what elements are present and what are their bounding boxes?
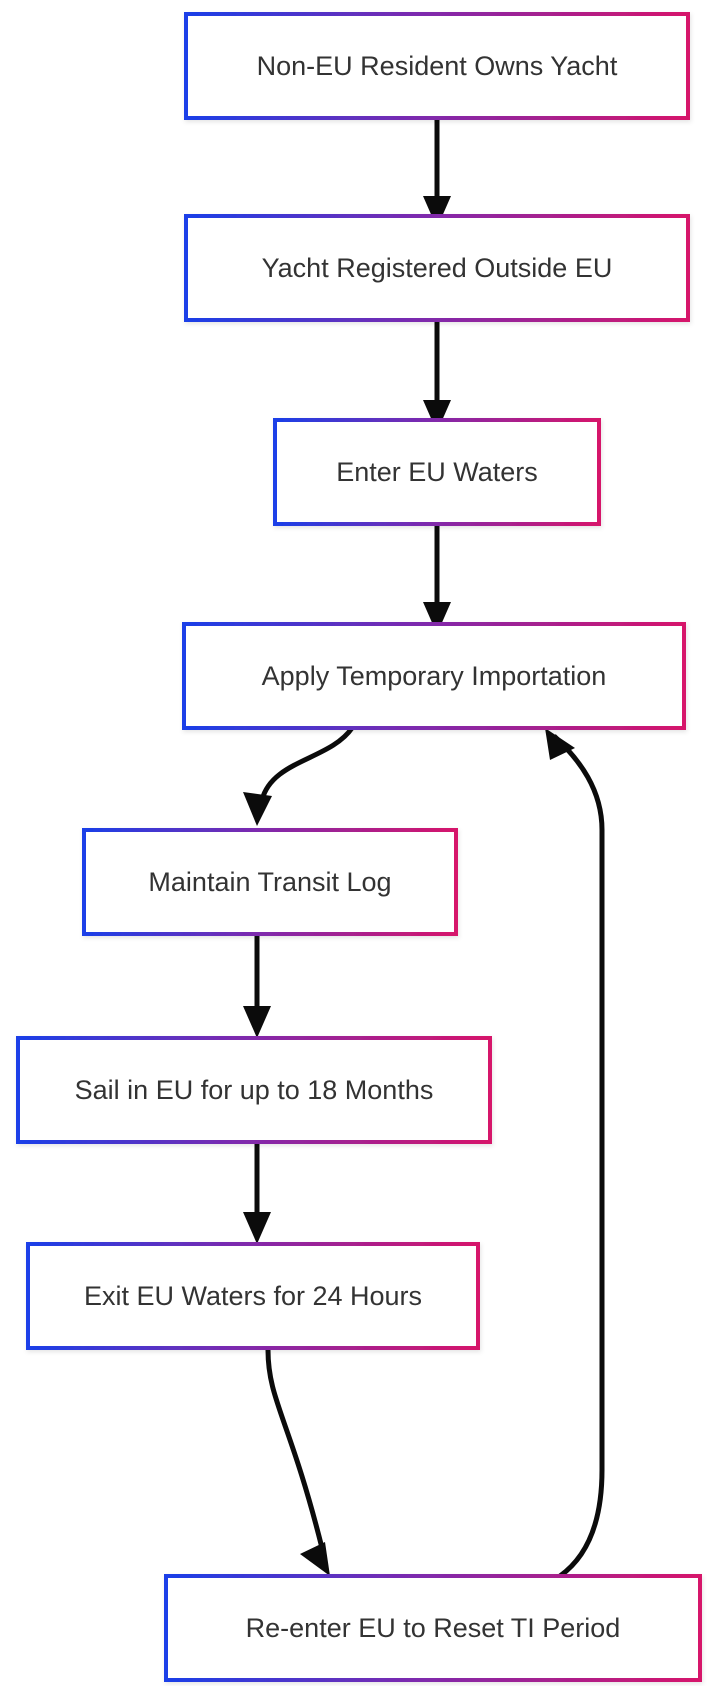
edge-n2-n3 bbox=[423, 320, 451, 432]
node-label: Apply Temporary Importation bbox=[262, 661, 607, 691]
node-exit-eu-waters-for-24-hours[interactable]: Exit EU Waters for 24 Hours bbox=[26, 1242, 480, 1350]
edge-n8-n4 bbox=[545, 728, 605, 1579]
edge-group bbox=[243, 118, 605, 1579]
edge-n5-n6 bbox=[243, 936, 271, 1038]
node-label: Exit EU Waters for 24 Hours bbox=[84, 1281, 422, 1311]
node-yacht-registered-outside-eu[interactable]: Yacht Registered Outside EU bbox=[184, 214, 690, 322]
node-enter-eu-waters[interactable]: Enter EU Waters bbox=[273, 418, 601, 526]
edge-n7-n8 bbox=[265, 1349, 330, 1576]
node-label: Enter EU Waters bbox=[336, 457, 538, 487]
node-label: Yacht Registered Outside EU bbox=[262, 253, 613, 283]
edge-n3-n4 bbox=[423, 524, 451, 634]
node-non-eu-resident-owns-yacht[interactable]: Non-EU Resident Owns Yacht bbox=[184, 12, 690, 120]
node-label: Sail in EU for up to 18 Months bbox=[75, 1075, 434, 1105]
node-re-enter-eu-to-reset-ti-period[interactable]: Re-enter EU to Reset TI Period bbox=[164, 1574, 702, 1682]
node-label: Non-EU Resident Owns Yacht bbox=[257, 51, 618, 81]
edge-n1-n2 bbox=[423, 118, 451, 228]
edge-n6-n7 bbox=[243, 1144, 271, 1244]
edge-n4-n5 bbox=[243, 726, 355, 826]
node-label: Maintain Transit Log bbox=[148, 867, 391, 897]
node-group: Non-EU Resident Owns Yacht Yacht Registe… bbox=[16, 12, 702, 1682]
node-apply-temporary-importation[interactable]: Apply Temporary Importation bbox=[182, 622, 686, 730]
node-sail-in-eu-for-up-to-18-months[interactable]: Sail in EU for up to 18 Months bbox=[16, 1036, 492, 1144]
node-label: Re-enter EU to Reset TI Period bbox=[246, 1613, 621, 1643]
node-maintain-transit-log[interactable]: Maintain Transit Log bbox=[82, 828, 458, 936]
